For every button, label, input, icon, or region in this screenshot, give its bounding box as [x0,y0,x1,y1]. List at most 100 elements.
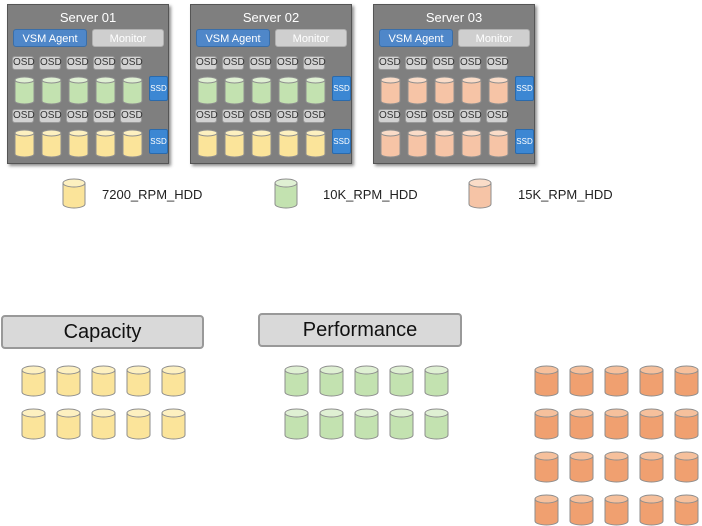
hdd-icon [380,76,401,105]
osd-label: OSD [66,56,89,70]
legend-hdd-icon [274,178,298,209]
hdd-icon [488,129,509,158]
hdd-icon [14,76,35,105]
pool-hdd-icon [284,365,309,397]
pool-hdd-icon [569,408,594,440]
hdd-icon [41,76,62,105]
pool-hdd-icon [639,408,664,440]
ssd-icon: SSD [515,129,534,154]
server-box: Server 02 VSM Agent Monitor OSD OSD OSD OSD… [190,4,352,164]
pool-hdd-icon [126,365,151,397]
osd-label: OSD [249,109,272,123]
hdd-icon [14,129,35,158]
pool-hdd-icon [354,408,379,440]
osd-label: OSD [66,109,89,123]
ssd-icon: SSD [332,76,351,101]
hdd-icon [251,129,272,158]
osd-label: OSD [195,109,218,123]
pool-hdd-icon [569,494,594,526]
vsm-agent-button[interactable]: VSM Agent [13,29,87,47]
pool-capacity-label: Capacity [1,315,204,349]
osd-label: OSD [486,109,509,123]
server-title: Server 02 [242,10,300,25]
hdd-icon [68,129,89,158]
monitor-button[interactable]: Monitor [92,29,164,47]
ssd-icon: SSD [149,76,168,101]
hdd-icon [305,129,326,158]
osd-label: OSD [249,56,272,70]
osd-label: OSD [432,56,455,70]
pool-hdd-icon [21,408,46,440]
pool-hdd-icon [569,365,594,397]
ssd-icon: SSD [515,76,534,101]
pool-hdd-icon [569,451,594,483]
hdd-icon [224,76,245,105]
monitor-button[interactable]: Monitor [458,29,530,47]
hdd-icon [434,76,455,105]
pool-hdd-icon [126,408,151,440]
osd-label: OSD [303,56,326,70]
pool-hdd-icon [604,494,629,526]
osd-label: OSD [459,56,482,70]
pool-hdd-icon [639,365,664,397]
ssd-icon: SSD [332,129,351,154]
pool-hdd-icon [534,408,559,440]
pool-hdd-icon [674,408,699,440]
pool-hdd-icon [284,408,309,440]
osd-label: OSD [378,56,401,70]
hdd-icon [122,76,143,105]
pool-hdd-icon [424,365,449,397]
osd-label: OSD [195,56,218,70]
osd-label: OSD [276,109,299,123]
osd-label: OSD [12,109,35,123]
legend-label-15k: 15K_RPM_HDD [518,187,613,202]
pool-hdd-icon [674,494,699,526]
pool-hdd-icon [534,494,559,526]
hdd-icon [488,76,509,105]
hdd-icon [278,129,299,158]
vsm-agent-button[interactable]: VSM Agent [196,29,270,47]
pool-hdd-icon [56,365,81,397]
legend-label-10k: 10K_RPM_HDD [323,187,418,202]
osd-label: OSD [93,56,116,70]
pool-hdd-icon [389,365,414,397]
hdd-icon [380,129,401,158]
pool-hdd-icon [639,451,664,483]
pool-hdd-icon [424,408,449,440]
osd-label: OSD [405,109,428,123]
osd-label: OSD [93,109,116,123]
pool-hdd-icon [319,365,344,397]
hdd-icon [122,129,143,158]
osd-label: OSD [486,56,509,70]
hdd-icon [461,129,482,158]
osd-label: OSD [39,56,62,70]
osd-label: OSD [222,56,245,70]
osd-label: OSD [405,56,428,70]
hdd-icon [305,76,326,105]
pool-hdd-icon [604,365,629,397]
pool-hdd-icon [91,408,116,440]
pool-hdd-icon [161,365,186,397]
legend-hdd-icon [468,178,492,209]
osd-label: OSD [303,109,326,123]
pool-hdd-icon [319,408,344,440]
hdd-icon [197,129,218,158]
osd-label: OSD [276,56,299,70]
server-title: Server 03 [425,10,483,25]
hdd-icon [41,129,62,158]
hdd-icon [407,76,428,105]
osd-label: OSD [432,109,455,123]
hdd-icon [95,129,116,158]
pool-hdd-icon [604,408,629,440]
hdd-icon [197,76,218,105]
monitor-button[interactable]: Monitor [275,29,347,47]
hdd-icon [224,129,245,158]
vsm-agent-button[interactable]: VSM Agent [379,29,453,47]
pool-hdd-icon [56,408,81,440]
osd-label: OSD [222,109,245,123]
server-title: Server 01 [59,10,117,25]
pool-hdd-icon [21,365,46,397]
osd-label: OSD [120,56,143,70]
pool-hdd-icon [674,365,699,397]
pool-hdd-icon [639,494,664,526]
